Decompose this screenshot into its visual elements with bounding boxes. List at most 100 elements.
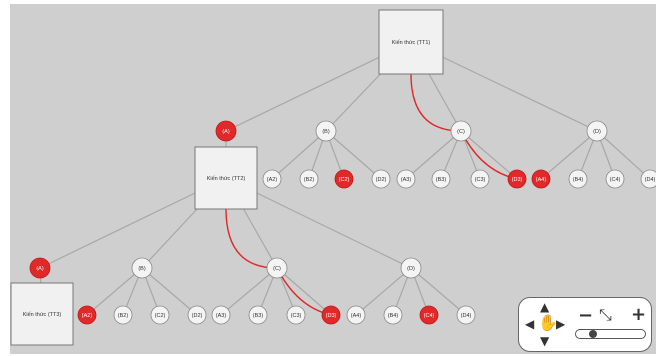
node-m_d3[interactable]: (D3) — [321, 305, 341, 325]
edge-n_d2-m_d4 — [410, 267, 467, 316]
node-label: (C2) — [155, 313, 166, 319]
node-circle — [29, 257, 51, 279]
node-l_b3[interactable]: (B3) — [431, 169, 451, 189]
node-l_c4[interactable]: (C4) — [605, 169, 625, 189]
node-circle — [315, 120, 337, 142]
node-label: (D3) — [326, 313, 337, 319]
knowledge-box-tt2[interactable]: Kiến thức (TT2) — [194, 146, 258, 210]
node-m_a3[interactable]: (A3) — [211, 305, 231, 325]
node-circle — [586, 120, 608, 142]
edge-n_d1-l_d4 — [596, 130, 651, 180]
node-circle — [396, 169, 416, 189]
node-m_d2[interactable]: (D2) — [187, 305, 207, 325]
node-circle — [507, 169, 527, 189]
node-label: (A3) — [401, 177, 412, 183]
node-circle — [215, 120, 237, 142]
node-l_b4[interactable]: (B4) — [568, 169, 588, 189]
node-circle — [321, 305, 341, 325]
edge-n_c1-l_d3 — [460, 130, 518, 180]
node-m_c3[interactable]: (C3) — [286, 305, 306, 325]
node-l_d4[interactable]: (D4) — [640, 169, 656, 189]
pan-right-arrow-icon[interactable]: ▶ — [556, 317, 566, 331]
node-m_a4[interactable]: (A4) — [346, 305, 366, 325]
node-n_a1[interactable]: (A) — [215, 120, 237, 142]
node-label: (B) — [138, 266, 146, 272]
node-label: (A3) — [216, 313, 227, 319]
node-l_b2[interactable]: (B2) — [299, 169, 319, 189]
node-circle — [640, 169, 656, 189]
knowledge-box-tt1[interactable]: Kiến thức (TT1) — [378, 9, 444, 75]
node-n_d2[interactable]: (D) — [400, 257, 422, 279]
node-l_a3[interactable]: (A3) — [396, 169, 416, 189]
edge-n_c2-m_d3 — [276, 267, 332, 316]
node-circle — [334, 169, 354, 189]
edge-n_b1-l_d2 — [325, 130, 382, 180]
node-label: (D3) — [512, 177, 523, 183]
node-label: (A2) — [267, 177, 278, 183]
node-m_d4[interactable]: (D4) — [456, 305, 476, 325]
edge-n_c1-l_a3 — [405, 130, 462, 180]
zoom-slider-thumb[interactable] — [589, 330, 598, 338]
node-circle — [531, 169, 551, 189]
node-l_d2[interactable]: (D2) — [371, 169, 391, 189]
knowledge-box-label: Kiến thức (TT3) — [23, 312, 62, 318]
fit-arrows-icon[interactable]: ⤡ — [599, 305, 612, 324]
node-circle — [470, 169, 490, 189]
node-label: (D4) — [645, 177, 656, 183]
zoom-in-button[interactable]: + — [631, 304, 647, 325]
node-label: (C2) — [339, 177, 350, 183]
node-n_a2[interactable]: (A) — [29, 257, 51, 279]
node-m_b3[interactable]: (B3) — [248, 305, 268, 325]
node-label: (C) — [273, 266, 281, 272]
navigator-panel: ▲ ◀ ✋ ▶ ▼ − ⤡ + — [518, 297, 652, 352]
node-n_b1[interactable]: (B) — [315, 120, 337, 142]
node-m_a2[interactable]: (A2) — [77, 305, 97, 325]
node-l_d3[interactable]: (D3) — [507, 169, 527, 189]
node-l_a2[interactable]: (A2) — [262, 169, 282, 189]
pan-up-arrow-icon[interactable]: ▲ — [540, 300, 550, 314]
node-circle — [248, 305, 268, 325]
pan-left-arrow-icon[interactable]: ◀ — [525, 317, 535, 331]
node-label: (C4) — [610, 177, 621, 183]
node-label: (A4) — [351, 313, 362, 319]
node-m_c4[interactable]: (C4) — [419, 305, 439, 325]
node-label: (B3) — [253, 313, 264, 319]
hand-pan-icon[interactable]: ✋ — [538, 313, 558, 332]
node-m_b4[interactable]: (B4) — [383, 305, 403, 325]
zoom-out-button[interactable]: − — [578, 305, 594, 326]
node-circle — [450, 120, 472, 142]
edge-n_d2-m_a4 — [355, 267, 412, 316]
node-label: (D2) — [192, 313, 203, 319]
node-l_a4[interactable]: (A4) — [531, 169, 551, 189]
node-circle — [187, 305, 207, 325]
node-circle — [266, 257, 288, 279]
node-n_b2[interactable]: (B) — [131, 257, 153, 279]
edge-n_b1-l_a2 — [271, 130, 327, 180]
node-m_c2[interactable]: (C2) — [150, 305, 170, 325]
node-label: (B4) — [388, 313, 399, 319]
knowledge-box-tt3[interactable]: Kiến thức (TT3) — [10, 282, 74, 346]
zoom-slider-track[interactable] — [575, 329, 646, 339]
node-n_c1[interactable]: (C) — [450, 120, 472, 142]
edge-n_c2-m_a3 — [220, 267, 278, 316]
nodes-layer: Kiến thức (TT1) Kiến thức (TT2) Kiến thức … — [10, 9, 656, 346]
node-l_c3[interactable]: (C3) — [470, 169, 490, 189]
node-m_b2[interactable]: (B2) — [113, 305, 133, 325]
node-l_c2[interactable]: (C2) — [334, 169, 354, 189]
node-n_c2[interactable]: (C) — [266, 257, 288, 279]
node-label: (A4) — [536, 177, 547, 183]
knowledge-box-shape — [378, 9, 444, 75]
knowledge-box-label: Kiến thức (TT1) — [392, 40, 431, 46]
node-n_d1[interactable]: (D) — [586, 120, 608, 142]
edge-n_b2-m_d2 — [141, 267, 198, 316]
node-label: (D) — [593, 129, 601, 135]
edge-n_d1-l_a4 — [540, 130, 598, 180]
pan-down-arrow-icon[interactable]: ▼ — [540, 334, 550, 348]
node-circle — [456, 305, 476, 325]
node-circle — [262, 169, 282, 189]
node-circle — [131, 257, 153, 279]
node-circle — [568, 169, 588, 189]
edge-n_b2-m_a2 — [86, 267, 143, 316]
